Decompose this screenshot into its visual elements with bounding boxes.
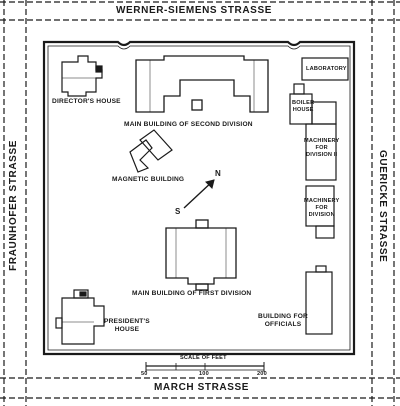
street-north: WERNER-SIEMENS STRASSE xyxy=(116,5,272,16)
scale-title: SCALE OF FEET xyxy=(180,355,227,361)
label-machinery-ii-line2: FOR xyxy=(315,145,328,151)
building-for-officials xyxy=(305,265,333,335)
scale-tick-50: 50 xyxy=(141,371,148,377)
compass-north-letter: N xyxy=(215,169,221,178)
laboratory xyxy=(301,57,349,81)
label-machinery-i-line2: FOR xyxy=(315,205,328,211)
scale-tick-100: 100 xyxy=(199,371,209,377)
scale-bar xyxy=(145,362,265,372)
label-machinery-i-line1: MACHINERY xyxy=(304,198,340,204)
label-officials-line2: OFFICIALS xyxy=(264,321,302,328)
label-directors-house: DIRECTOR'S HOUSE xyxy=(52,98,121,105)
label-machinery-division-ii: MACHINERY FOR DIVISION II xyxy=(304,138,339,159)
label-machinery-i-line3: DIVISION xyxy=(308,212,335,218)
label-officials-line1: BUILDING FOR xyxy=(258,313,309,320)
machinery-division-ii xyxy=(305,101,337,181)
label-presidents-house: PRESIDENT'S HOUSE xyxy=(104,318,150,334)
machinery-division-i xyxy=(305,185,335,239)
main-building-second-division xyxy=(135,55,269,113)
label-boiler-line2: HOUSE xyxy=(292,107,314,113)
magnetic-building xyxy=(129,129,173,173)
label-boiler-house: BOILER HOUSE xyxy=(292,100,314,114)
directors-house xyxy=(61,55,103,97)
enclosure-wall xyxy=(42,40,356,356)
label-machinery-ii-line3: DIVISION II xyxy=(306,152,338,158)
compass-arrow xyxy=(183,179,215,209)
street-east: GUERICKE STRASSE xyxy=(377,150,388,263)
label-building-for-officials: BUILDING FOR OFFICIALS xyxy=(258,313,308,329)
label-machinery-ii-line1: MACHINERY xyxy=(304,138,340,144)
label-main-second-division: MAIN BUILDING OF SECOND DIVISION xyxy=(124,121,253,128)
label-magnetic-building: MAGNETIC BUILDING xyxy=(112,176,185,183)
label-boiler-line1: BOILER xyxy=(292,100,315,106)
label-presidents-house-line1: PRESIDENT'S xyxy=(104,318,150,325)
street-west: FRAUNHOFER STRASSE xyxy=(8,140,19,271)
label-laboratory: LABORATORY xyxy=(306,66,347,72)
label-presidents-house-line2: HOUSE xyxy=(114,326,140,333)
label-main-first-division: MAIN BUILDING OF FIRST DIVISION xyxy=(132,290,252,297)
main-building-first-division xyxy=(165,219,237,291)
presidents-house xyxy=(55,289,105,345)
compass-south-letter: S xyxy=(175,207,181,216)
street-south: MARCH STRASSE xyxy=(154,382,250,393)
scale-tick-200: 200 xyxy=(257,371,267,377)
label-machinery-division-i: MACHINERY FOR DIVISION xyxy=(304,198,339,219)
